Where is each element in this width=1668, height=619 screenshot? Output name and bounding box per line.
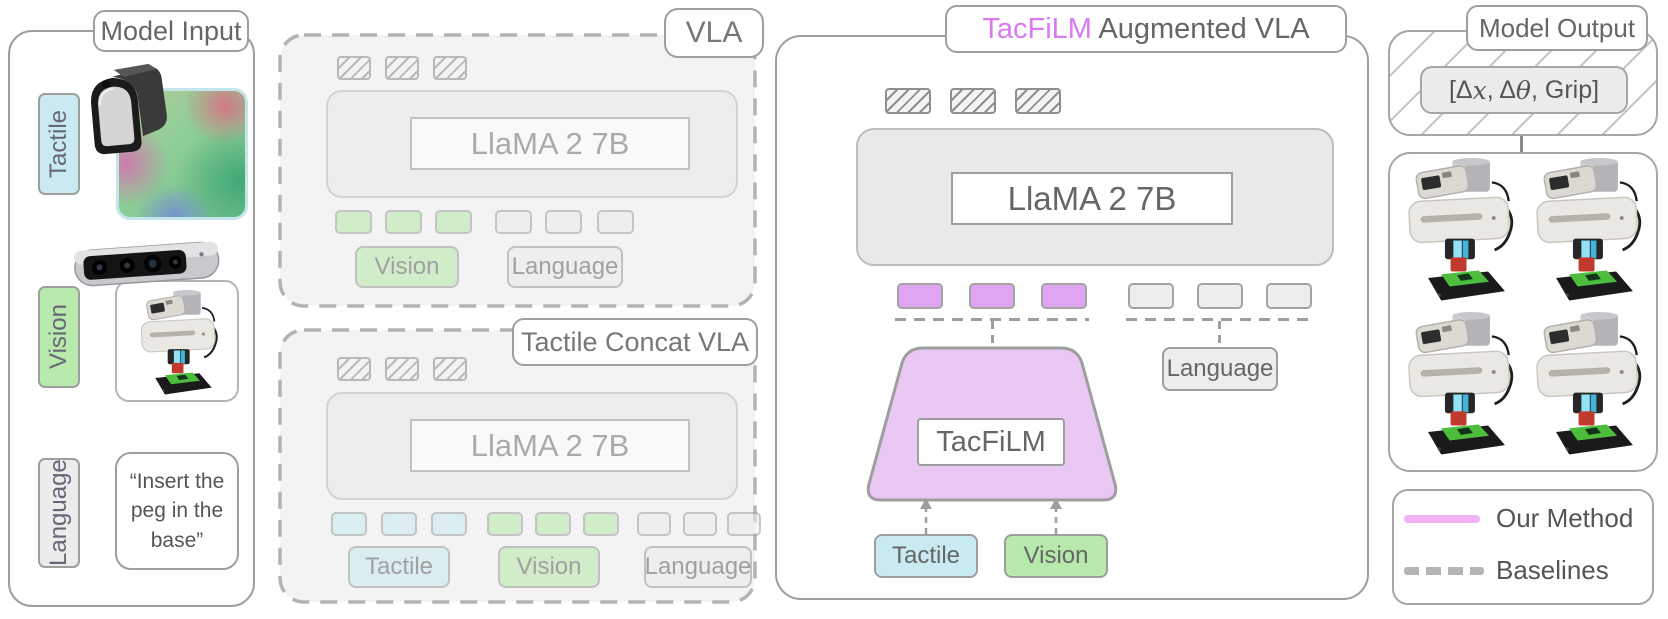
masked-token-icon (337, 56, 371, 80)
tactile-token (431, 512, 467, 536)
action-close: , Grip] (1530, 75, 1600, 104)
action-mid: , Δ (1486, 75, 1516, 104)
masked-token-icon (433, 357, 467, 381)
robot-rollout-image-3 (1398, 312, 1520, 462)
tactile-sensor-image (82, 60, 172, 160)
masked-token-icon (385, 357, 419, 381)
tactile-token (381, 512, 417, 536)
tacfilm-vision-chip: Vision (1004, 534, 1108, 578)
vla-vision-chip: Vision (355, 246, 459, 288)
tacfilm-language-chip: Language (1162, 347, 1278, 391)
tactile-token (331, 512, 367, 536)
masked-token-icon (433, 56, 467, 80)
language-connector (1218, 321, 1221, 347)
tactile-concat-vla-title: Tactile Concat VLA (512, 318, 758, 366)
language-instruction-text: “Insert the peg in the base” (115, 452, 239, 570)
vision-arrow-icon (1050, 498, 1062, 534)
tacfilm-token (897, 283, 943, 309)
language-token (1128, 283, 1174, 309)
baselines-dashed-line-icon (1404, 567, 1484, 575)
legend-our-method-label: Our Method (1496, 503, 1634, 533)
vision-token (335, 210, 372, 234)
tacfilm-connector (991, 321, 994, 347)
language-token (597, 210, 634, 234)
vision-token (583, 512, 619, 536)
output-connector-line (1520, 136, 1523, 152)
vla-title: VLA (664, 8, 764, 58)
legend-box (1392, 489, 1654, 605)
language-token (637, 512, 671, 536)
language-token (1197, 283, 1243, 309)
action-theta: θ (1515, 75, 1531, 105)
tactile-concat-vision-chip: Vision (498, 546, 600, 588)
tacfilm-token (1041, 283, 1087, 309)
robot-rollout-image-1 (1398, 158, 1520, 308)
vision-token (385, 210, 422, 234)
masked-token-icon (950, 88, 996, 114)
language-token-underline (1126, 318, 1314, 321)
language-token (727, 512, 761, 536)
masked-token-icon (1015, 88, 1061, 114)
tacfilm-token-underline (895, 318, 1089, 321)
action-x: x (1472, 75, 1487, 105)
language-token (1266, 283, 1312, 309)
masked-token-icon (885, 88, 931, 114)
tacfilm-title-rest: Augmented VLA (1091, 12, 1310, 45)
language-token (495, 210, 532, 234)
robot-rollout-image-4 (1526, 312, 1648, 462)
language-token (545, 210, 582, 234)
robot-gripper-image (131, 290, 225, 400)
masked-token-icon (337, 357, 371, 381)
tactile-concat-llm-label: LlaMA 2 7B (410, 419, 690, 472)
vision-token (487, 512, 523, 536)
tactile-arrow-icon (920, 498, 932, 534)
tacfilm-tactile-chip: Tactile (874, 534, 978, 578)
our-method-line-icon (1404, 515, 1480, 523)
masked-token-icon (385, 56, 419, 80)
vla-language-chip: Language (507, 246, 623, 288)
tactile-concat-language-chip: Language (644, 546, 752, 588)
vision-token (435, 210, 472, 234)
model-output-title: Model Output (1466, 5, 1648, 51)
tacfilm-title-accent: TacFiLM (982, 12, 1092, 45)
action-open: [Δ (1448, 75, 1473, 104)
realsense-camera-image (72, 238, 222, 296)
tacfilm-llm-label: LlaMA 2 7B (951, 172, 1233, 225)
language-token (683, 512, 717, 536)
tacfilm-vla-title: TacFiLM Augmented VLA (945, 5, 1347, 53)
tacfilm-module-label: TacFiLM (917, 418, 1065, 466)
vision-token (535, 512, 571, 536)
tactile-concat-tactile-chip: Tactile (348, 546, 450, 588)
robot-rollout-image-2 (1526, 158, 1648, 308)
vla-llm-label: LlaMA 2 7B (410, 117, 690, 170)
model-input-title: Model Input (93, 10, 249, 52)
legend-baselines-label: Baselines (1496, 555, 1609, 585)
tacfilm-token (969, 283, 1015, 309)
